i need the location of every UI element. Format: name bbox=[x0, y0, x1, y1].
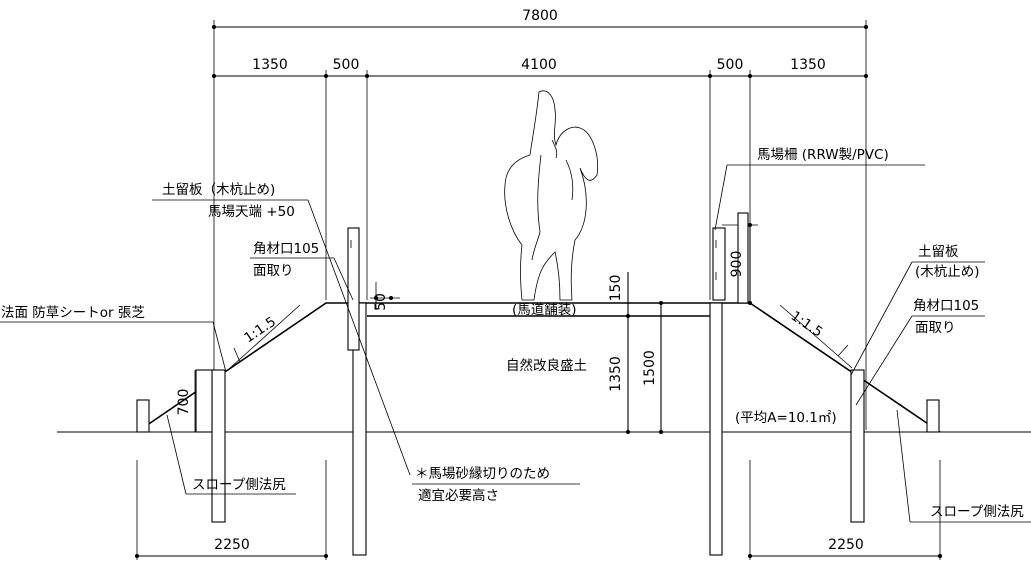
label-fill: 自然改良盛土 bbox=[506, 357, 587, 374]
dim-pavement: 150 bbox=[608, 275, 624, 302]
dim-slope-left: 1350 bbox=[252, 57, 288, 73]
label-slope-ratio-right: 1:1.5 bbox=[788, 308, 826, 341]
dim-height-total: 1500 bbox=[642, 350, 658, 386]
dim-total-width: 7800 bbox=[522, 8, 558, 24]
dim-board-offset: 50 bbox=[373, 293, 389, 311]
dim-track-width: 4100 bbox=[521, 57, 557, 73]
label-note-line2: 適宜必要高さ bbox=[418, 487, 499, 504]
label-retaining-board-left: 土留板（木杭止め) bbox=[162, 182, 275, 198]
label-retaining-board-right: 土留板 bbox=[918, 244, 959, 260]
label-note-line1: ＊馬場砂縁切りのため bbox=[415, 466, 550, 482]
label-wood-stake-right: (木杭止め) bbox=[915, 264, 980, 280]
dim-shoulder-left: 500 bbox=[333, 57, 360, 73]
dimension-lines bbox=[135, 20, 942, 560]
label-square-post-right: 角材口105 bbox=[913, 298, 979, 314]
label-arena-top: 馬場天端 +50 bbox=[208, 204, 295, 220]
dim-board-height: 700 bbox=[176, 389, 192, 416]
dim-base-right: 2250 bbox=[828, 537, 864, 553]
label-area: (平均A=10.1㎡) bbox=[735, 410, 837, 426]
dim-shoulder-right: 500 bbox=[717, 57, 744, 73]
label-chamfer-left: 面取り bbox=[253, 263, 294, 279]
dim-fence-height: 900 bbox=[729, 251, 745, 278]
leader-lines bbox=[0, 164, 1031, 523]
label-square-post-left: 角材口105 bbox=[253, 241, 319, 257]
dim-base-left: 2250 bbox=[214, 537, 250, 553]
label-pavement: (馬道舗装) bbox=[512, 302, 577, 318]
label-chamfer-right: 面取り bbox=[915, 320, 956, 336]
dim-slope-right: 1350 bbox=[790, 57, 826, 73]
label-fence: 馬場柵 (RRW製/PVC) bbox=[757, 147, 889, 163]
dim-fill-height: 1350 bbox=[608, 356, 624, 392]
label-slope-toe-right: スロープ側法尻 bbox=[930, 504, 1024, 520]
label-slope-protection: 法面 防草シートor 張芝 bbox=[1, 305, 145, 321]
label-slope-toe-left: スロープ側法尻 bbox=[192, 477, 286, 493]
horse-illustration bbox=[504, 90, 599, 301]
posts bbox=[195, 212, 865, 556]
